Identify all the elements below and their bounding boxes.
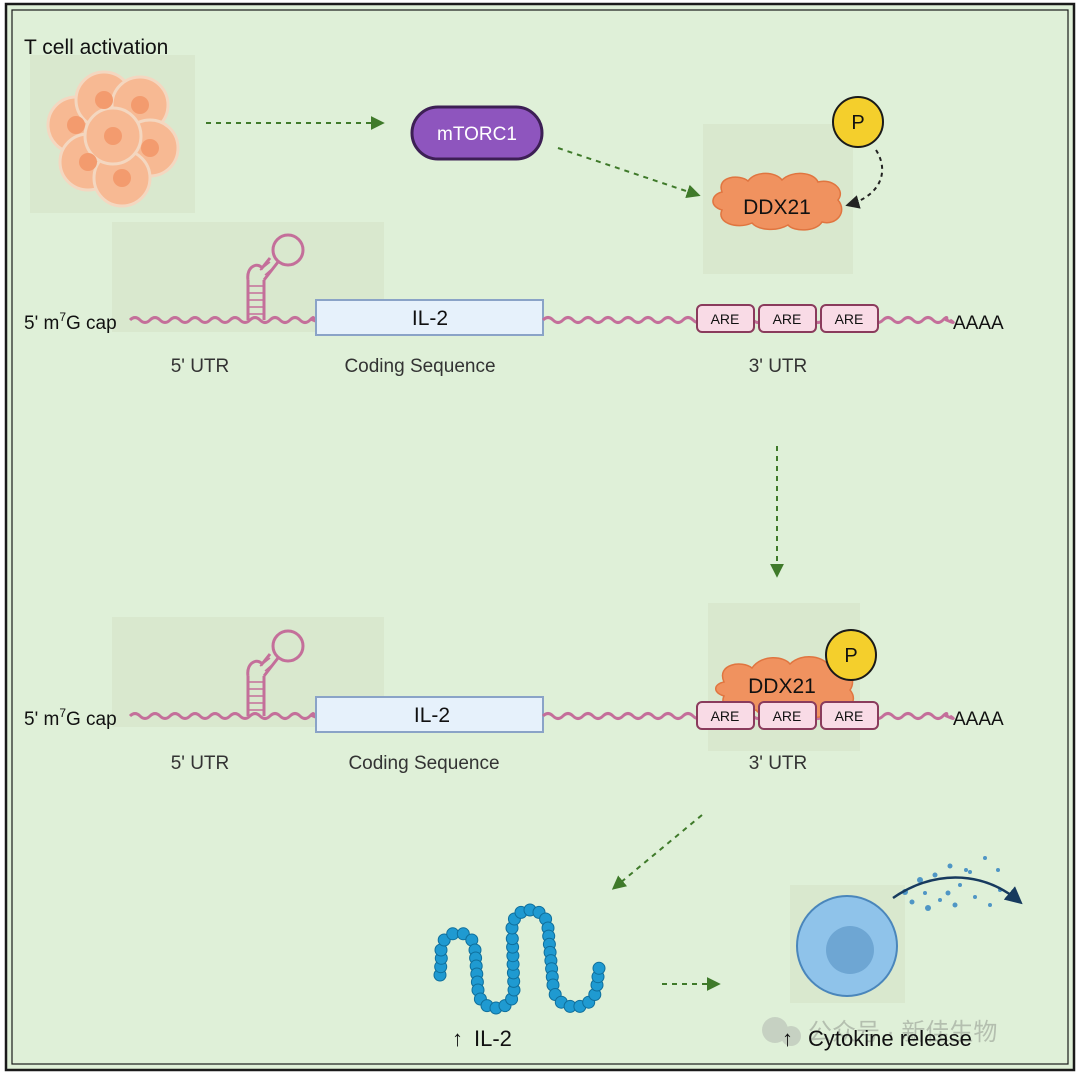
- phosphate-bottom: P: [825, 629, 877, 681]
- mrna-bottom: 5' m7G cap IL-2 DDX21 P: [24, 629, 1004, 774]
- il2-bead: [592, 961, 606, 975]
- phosphate-circle-top: [832, 96, 884, 148]
- cytokine-dot: [947, 863, 953, 869]
- mtorc1-pill: [410, 105, 544, 161]
- watermark: 公众号 · 新佳生物: [762, 1017, 997, 1046]
- cytokine-dot: [923, 891, 927, 895]
- cytokine-dot: [925, 905, 931, 911]
- ddx21-label-bottom: DDX21: [748, 675, 816, 698]
- cytokine-dot: [909, 899, 915, 905]
- phosphate-label-top: P: [851, 112, 864, 134]
- mrna-strand-5utr-top: [128, 316, 322, 324]
- cytokine-dot: [945, 890, 951, 896]
- polya-label-top: AAAA: [953, 313, 1004, 334]
- il2-output-label: IL-2: [474, 1026, 512, 1051]
- cds-label-bottom: IL-2: [414, 704, 450, 727]
- are-label-top: ARE: [835, 311, 864, 327]
- are-label-top: ARE: [773, 311, 802, 327]
- watermark-text: 公众号 · 新佳生物: [808, 1019, 997, 1046]
- cytokine-dot: [917, 877, 923, 883]
- cytokine-dot: [932, 872, 938, 878]
- tcell-cluster-icon: [46, 70, 180, 208]
- cytokine-dot: [996, 868, 1000, 872]
- phosphate-circle-bottom: [825, 629, 877, 681]
- are-label-top: ARE: [711, 311, 740, 327]
- mrna-top: 5' m7G cap IL-2 ARE ARE ARE A: [24, 233, 1004, 377]
- cytokine-dot: [958, 883, 962, 887]
- cap-label-bottom: 5' m7G cap: [24, 706, 117, 730]
- hairpin-bottom: [246, 629, 305, 716]
- cds-label-top: IL-2: [412, 307, 448, 330]
- utr5-label-bottom: 5' UTR: [171, 753, 230, 774]
- cytokine-dot: [988, 903, 992, 907]
- cell-icon: [796, 895, 898, 997]
- arrow-phosphorylation: [845, 149, 884, 209]
- mrna-strand-5utr-bottom: [128, 712, 322, 720]
- release-arrow: [892, 876, 1023, 905]
- are-label-bottom: ARE: [711, 708, 740, 724]
- cytokine-dot: [964, 868, 968, 872]
- cytokine-output-arrow: ↑: [782, 1026, 793, 1051]
- phosphate-top: P: [832, 96, 884, 148]
- utr3-label-top: 3' UTR: [749, 356, 808, 377]
- hairpin-top: [246, 233, 305, 320]
- are-label-bottom: ARE: [773, 708, 802, 724]
- cds-caption-bottom: Coding Sequence: [348, 753, 499, 774]
- cytokine-particles: [902, 856, 1002, 911]
- utr3-label-bottom: 3' UTR: [749, 753, 808, 774]
- il2-protein-chain: [433, 903, 606, 1015]
- cytokine-dot: [973, 895, 977, 899]
- are-label-bottom: ARE: [835, 708, 864, 724]
- cytokine-dot: [952, 902, 958, 908]
- are-elements-bottom: ARE ARE ARE: [696, 701, 879, 730]
- cds-box-top: [315, 299, 544, 336]
- title: T cell activation: [24, 36, 168, 59]
- phosphate-label-bottom: P: [844, 645, 857, 667]
- cytokine-dot: [983, 856, 987, 860]
- utr5-label-top: 5' UTR: [171, 356, 230, 377]
- arrow-mtorc1-to-ddx21: [557, 147, 701, 199]
- polya-label-bottom: AAAA: [953, 709, 1004, 730]
- mtorc1-label: mTORC1: [437, 124, 517, 145]
- cytokine-output-label: Cytokine release: [808, 1026, 972, 1051]
- il2-output-arrow: ↑: [452, 1026, 463, 1051]
- ddx21-shape-top: [712, 172, 843, 231]
- cytokine-dot: [938, 898, 942, 902]
- ddx21-label-top: DDX21: [743, 196, 811, 219]
- cap-label-top: 5' m7G cap: [24, 310, 117, 334]
- are-elements-top: ARE ARE ARE: [696, 304, 879, 333]
- ddx21-protein-top: DDX21: [712, 172, 843, 231]
- cds-caption-top: Coding Sequence: [344, 356, 495, 377]
- mtorc1-complex: mTORC1: [410, 105, 544, 161]
- panel-inner-frame: [11, 9, 1069, 1065]
- cytokine-dot: [968, 870, 972, 874]
